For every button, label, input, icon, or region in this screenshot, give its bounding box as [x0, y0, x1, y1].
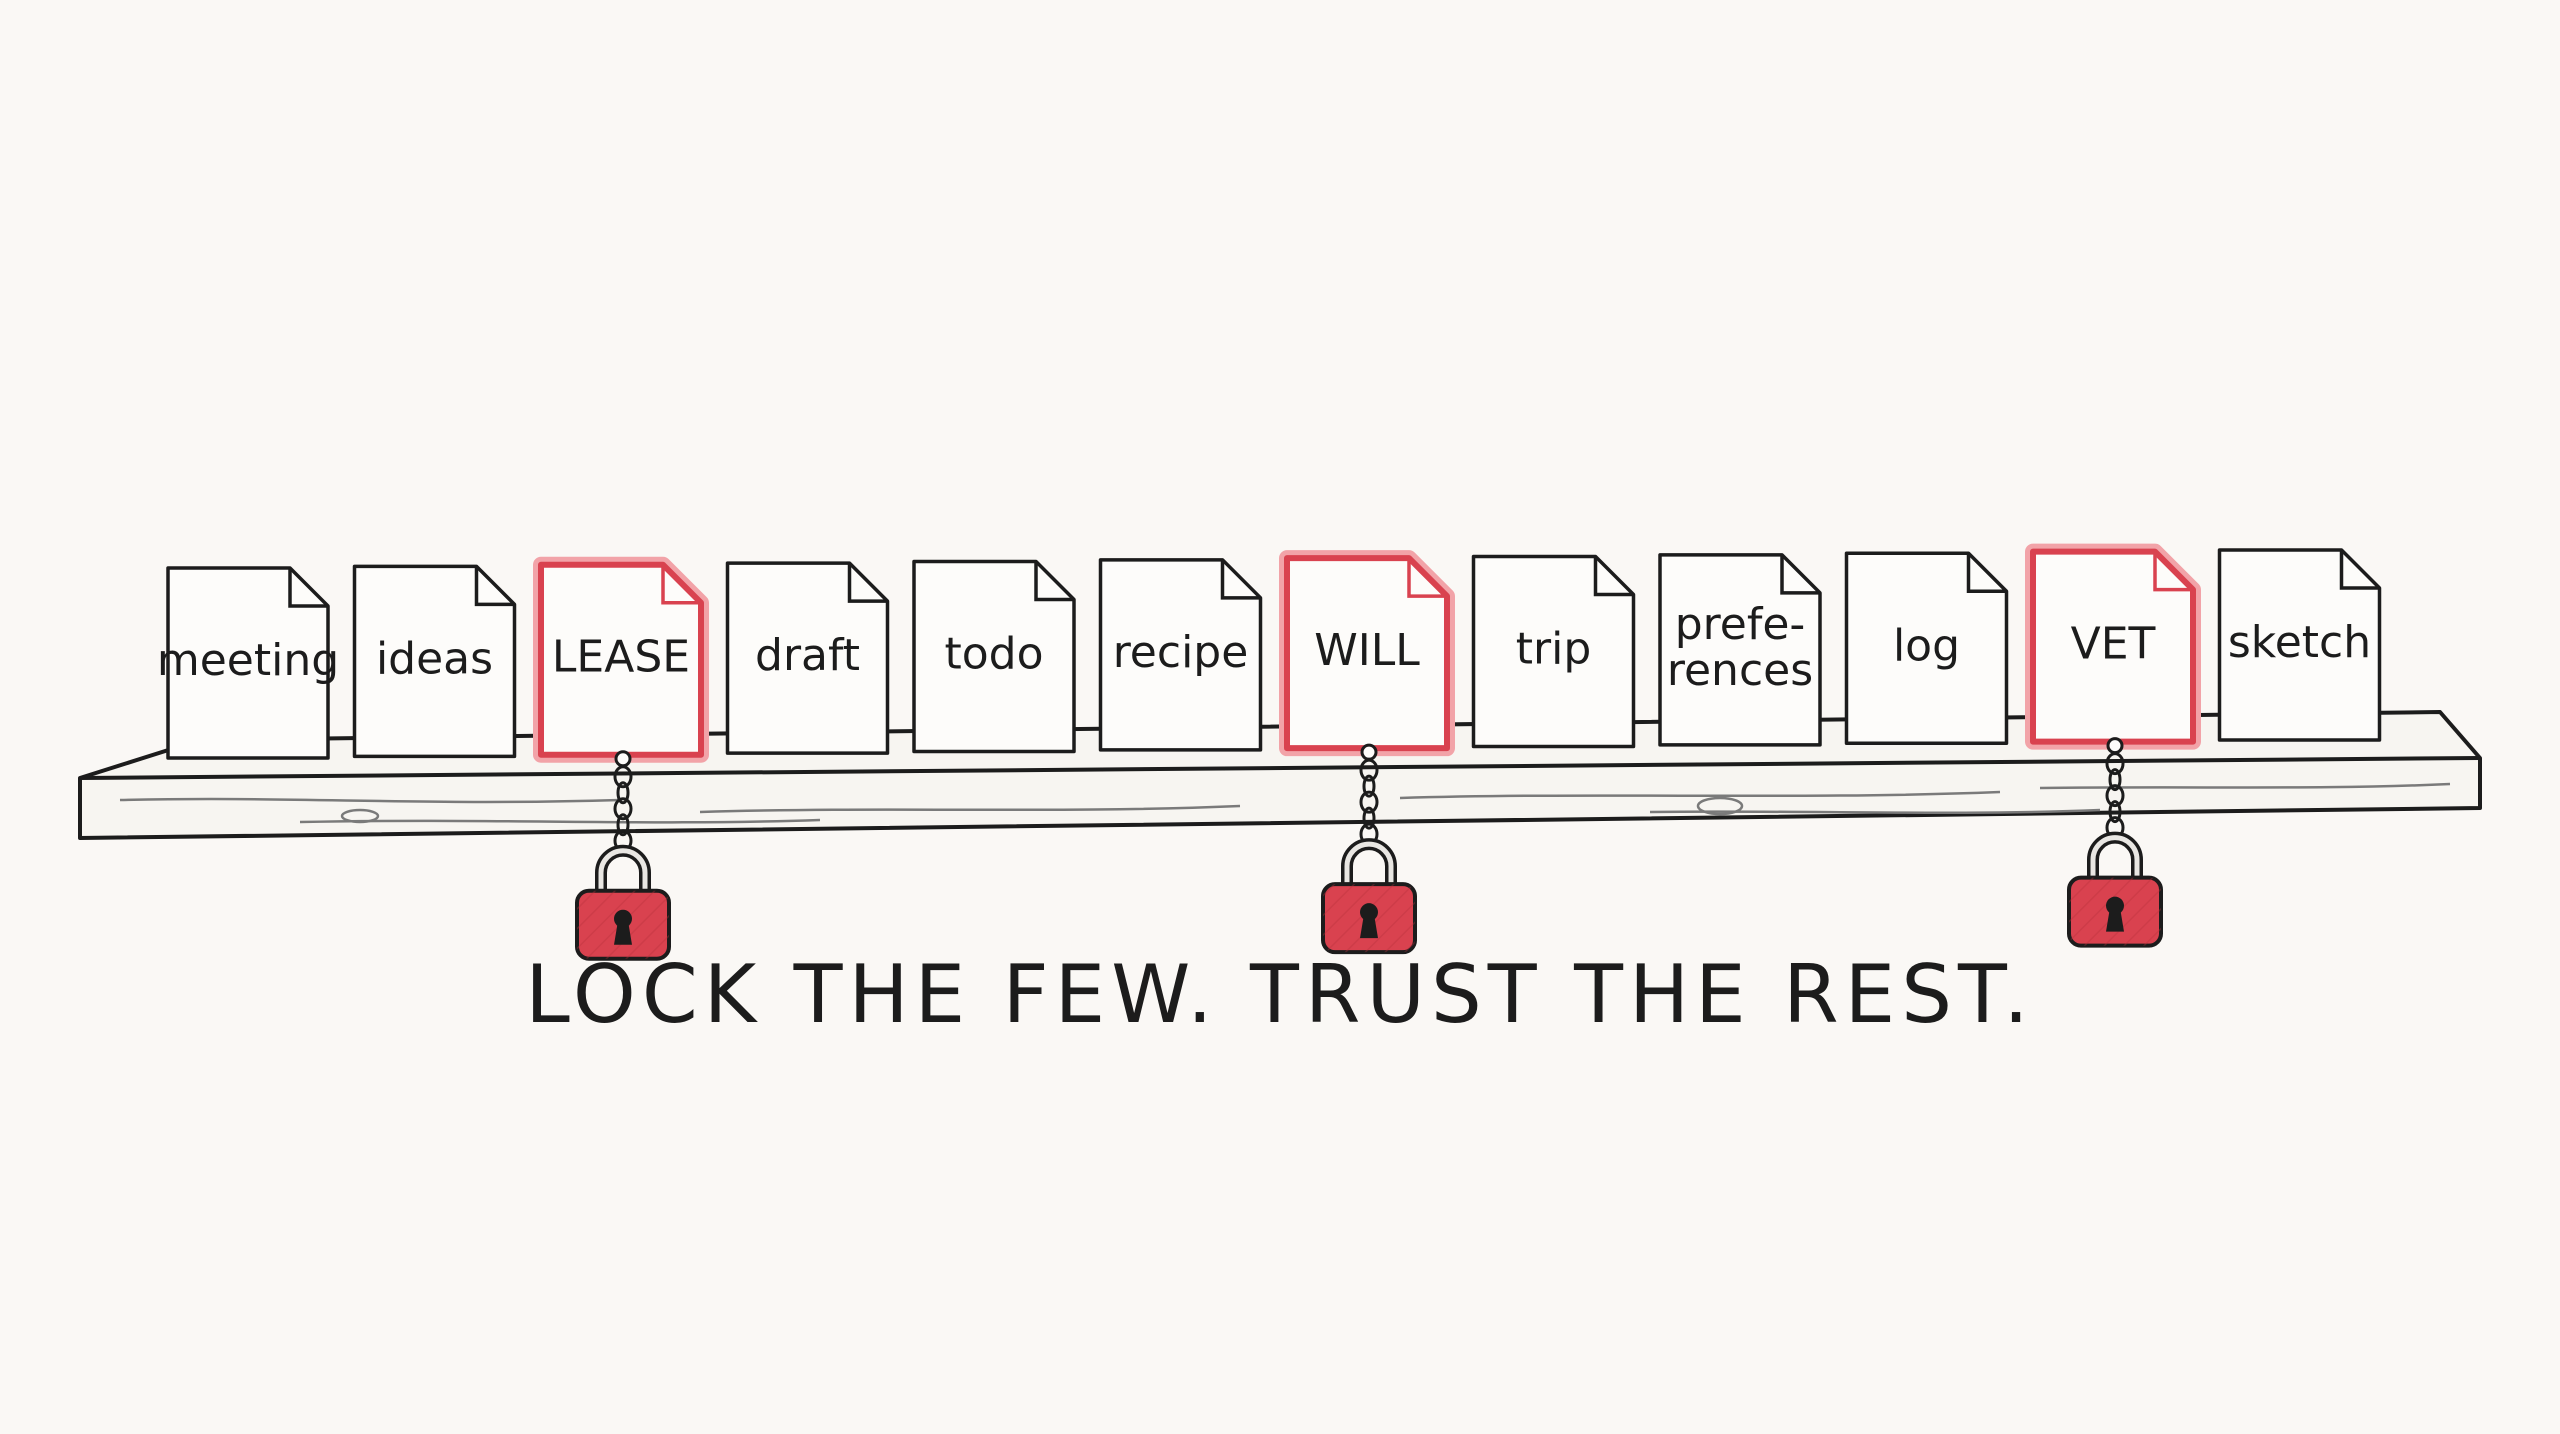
folded-corner	[474, 566, 515, 607]
document-trip: trip	[1471, 554, 1636, 749]
document-recipe: recipe	[1098, 558, 1263, 752]
document-icon	[1658, 553, 1822, 747]
folded-corner	[1220, 559, 1261, 600]
chain-icon	[613, 765, 633, 853]
document-icon	[1284, 555, 1450, 752]
document-icon	[166, 566, 330, 760]
document-row: meeting ideas LEASE draft todo recipe WILL trip…	[157, 543, 2382, 763]
folded-corner	[2153, 551, 2193, 592]
document-icon	[2217, 548, 2382, 742]
document-icon	[725, 561, 890, 755]
document-label: meeting	[157, 635, 339, 686]
document-sketch: sketch	[2217, 548, 2382, 742]
document-icon	[1844, 551, 2009, 746]
padlock-icon	[2067, 737, 2163, 948]
folded-corner	[2339, 550, 2380, 590]
document-label: VET	[2071, 619, 2156, 670]
document-icon	[538, 561, 704, 758]
document-label: sketch	[2228, 617, 2371, 668]
folded-corner	[1407, 558, 1447, 598]
document-icon	[1098, 558, 1263, 752]
document-ideas: ideas	[352, 564, 517, 759]
document-label: recipe	[1113, 627, 1249, 678]
document-label: todo	[944, 628, 1043, 679]
document-icon	[2030, 548, 2196, 745]
document-icon	[352, 564, 517, 759]
document-meeting: meeting	[157, 566, 339, 760]
document-draft: draft	[725, 561, 890, 755]
folded-corner	[1034, 561, 1074, 602]
document-vet: VET	[2025, 543, 2201, 750]
document-label: trip	[1516, 624, 1592, 675]
document-label: draft	[755, 630, 860, 681]
folded-corner	[288, 568, 328, 608]
document-label: prefe-rences	[1667, 599, 1813, 696]
tagline: LOCK THE FEW. TRUST THE REST.	[525, 948, 2035, 1041]
document-todo: todo	[912, 559, 1076, 754]
document-icon	[1471, 554, 1636, 749]
document-log: log	[1844, 551, 2009, 746]
document-preferences: prefe-rences	[1658, 553, 1822, 747]
folded-corner	[661, 564, 701, 605]
padlock-icon	[1321, 743, 1417, 955]
chain-icon	[1359, 758, 1379, 846]
folded-corner	[1593, 556, 1634, 597]
document-label: WILL	[1314, 625, 1420, 676]
folded-corner	[1966, 553, 2007, 594]
document-lease: LEASE	[533, 556, 709, 763]
document-label: LEASE	[552, 632, 690, 683]
folded-corner	[1780, 554, 1820, 595]
padlock-icon	[575, 750, 671, 961]
document-label: ideas	[376, 633, 493, 684]
document-label: log	[1893, 620, 1960, 671]
folded-corner	[847, 563, 888, 603]
lock-group	[575, 737, 2163, 961]
document-will: WILL	[1279, 550, 1455, 757]
document-icon	[912, 559, 1076, 754]
